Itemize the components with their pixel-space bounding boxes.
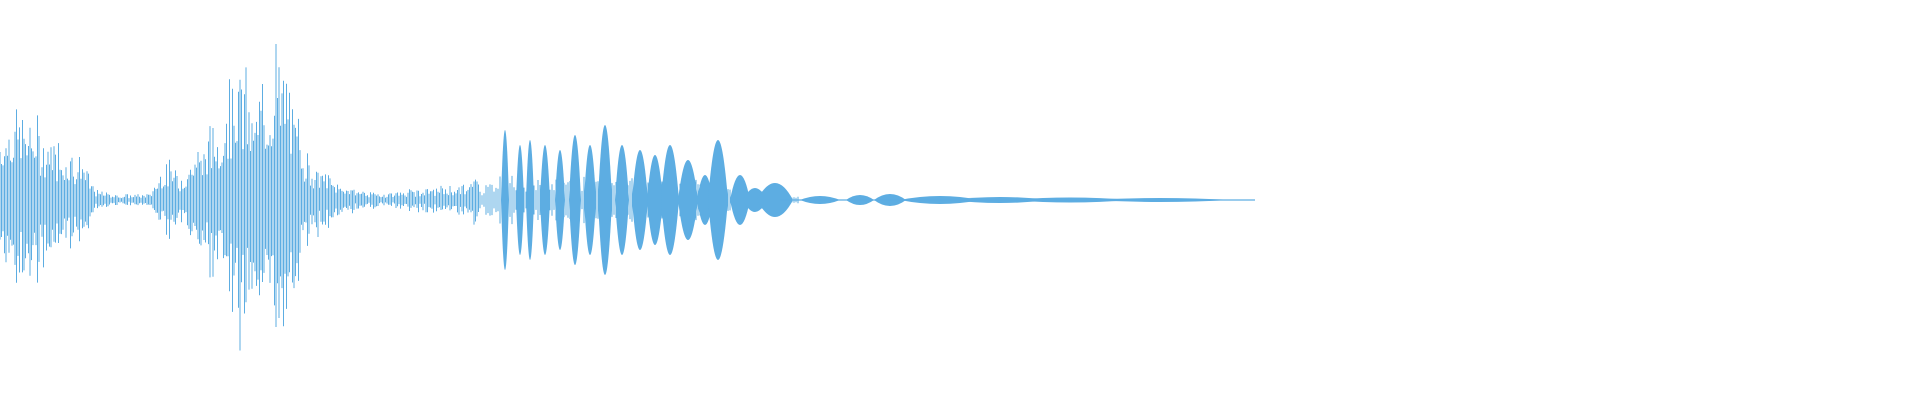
waveform-pulse: [516, 145, 524, 255]
waveform-pulse: [584, 145, 596, 255]
waveform-pulse: [598, 125, 612, 275]
waveform-pulse: [501, 130, 509, 270]
waveform-pulse: [632, 150, 648, 250]
waveform-pulse: [757, 183, 793, 217]
waveform-pulse: [647, 155, 663, 245]
waveform-pulse: [569, 135, 581, 265]
waveform-pulse: [730, 175, 750, 225]
waveform-pulse: [697, 175, 713, 225]
waveform-pulse: [540, 145, 550, 255]
waveform-pulse: [526, 140, 534, 260]
waveform-pulse: [708, 140, 728, 260]
waveform-bars: [0, 44, 1255, 351]
waveform-pulse: [678, 160, 698, 240]
waveform-pulse: [555, 150, 565, 250]
waveform-pulse: [615, 145, 629, 255]
waveform-pulse: [661, 145, 679, 255]
